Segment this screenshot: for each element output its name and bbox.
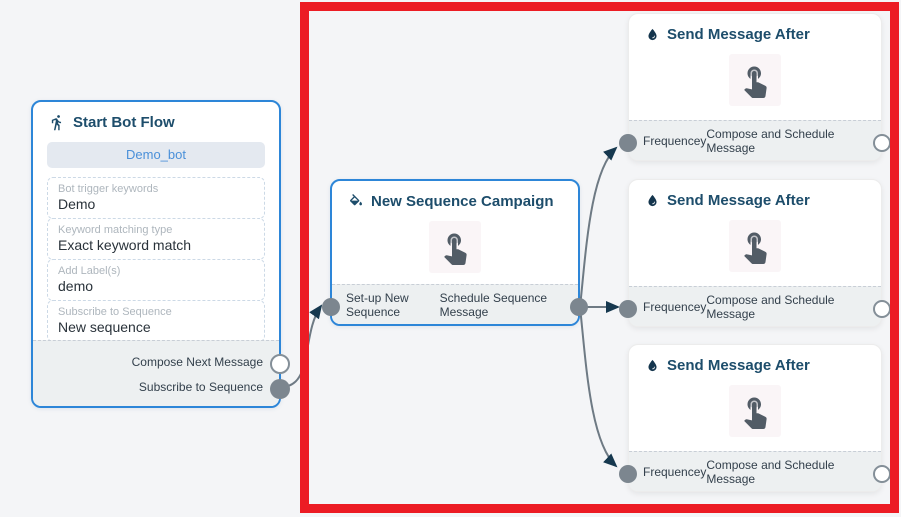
port-send-output[interactable] xyxy=(873,465,891,483)
hand-tap-icon xyxy=(744,66,767,98)
field-subscribe-to-sequence[interactable]: Subscribe to Sequence New sequence xyxy=(47,300,265,342)
sequence-node-body xyxy=(332,216,578,278)
hand-tap-icon xyxy=(744,232,767,264)
send-node-footer: Frequencey Compose and Schedule Message xyxy=(629,286,881,326)
send-node-title: Send Message After xyxy=(667,26,810,43)
start-bot-flow-node[interactable]: Start Bot Flow Demo_bot Bot trigger keyw… xyxy=(31,100,290,408)
sequence-node-title-row: New Sequence Campaign xyxy=(332,181,578,216)
send-node-title: Send Message After xyxy=(667,192,810,209)
hand-tap-icon xyxy=(444,233,467,265)
send-node-body xyxy=(629,215,881,277)
field-value: Exact keyword match xyxy=(58,237,192,253)
start-node-fields: Bot trigger keywords Demo Keyword matchi… xyxy=(47,177,265,342)
walking-person-icon xyxy=(51,115,62,131)
footer-compose-and-schedule: Compose and Schedule Message xyxy=(706,292,835,321)
footer-compose-and-schedule: Compose and Schedule Message xyxy=(706,457,835,486)
port-send-input[interactable] xyxy=(619,134,637,152)
water-drop-icon xyxy=(648,194,657,206)
edge-start-to-sequence xyxy=(280,304,323,388)
field-label: Keyword matching type xyxy=(58,224,173,236)
field-label: Add Label(s) xyxy=(58,265,121,277)
send-node-title-row: Send Message After xyxy=(629,14,881,49)
sequence-node-click-target[interactable] xyxy=(429,221,481,273)
start-node-title: Start Bot Flow xyxy=(73,114,175,131)
send-node-click-target[interactable] xyxy=(729,385,781,437)
start-node-footer: Compose Next Message Subscribe to Sequen… xyxy=(33,340,279,406)
port-sequence-input[interactable] xyxy=(322,298,340,316)
footer-schedule-sequence-message: Schedule Sequence Message xyxy=(439,290,548,319)
send-message-after-node-3[interactable]: Send Message After Frequencey Compose an… xyxy=(619,344,891,492)
send-message-after-node-1[interactable]: Send Message After Frequencey Compose an… xyxy=(619,13,891,161)
field-value: demo xyxy=(58,278,94,294)
port-sequence-output[interactable] xyxy=(570,298,588,316)
send-node-footer: Frequencey Compose and Schedule Message xyxy=(629,451,881,491)
field-keyword-matching-type[interactable]: Keyword matching type Exact keyword matc… xyxy=(47,218,265,260)
field-add-labels[interactable]: Add Label(s) demo xyxy=(47,259,265,301)
send-node-title-row: Send Message After xyxy=(629,180,881,215)
footer-frequency: Frequencey xyxy=(643,133,707,148)
edge-sequence-to-send-3 xyxy=(579,306,618,468)
field-value: Demo xyxy=(58,196,96,212)
port-compose-next-message[interactable] xyxy=(270,354,290,374)
edge-sequence-to-send-1 xyxy=(579,146,618,308)
field-label: Bot trigger keywords xyxy=(58,183,159,195)
send-message-after-node-2[interactable]: Send Message After Frequencey Compose an… xyxy=(619,179,891,327)
water-drop-icon xyxy=(648,359,657,371)
output-compose-next-message: Compose Next Message xyxy=(131,355,263,369)
paint-bucket-icon xyxy=(349,193,362,205)
footer-frequency: Frequencey xyxy=(643,464,707,479)
new-sequence-campaign-node[interactable]: New Sequence Campaign Set-up New Sequenc… xyxy=(322,179,588,326)
send-node-click-target[interactable] xyxy=(729,54,781,106)
send-node-title-row: Send Message After xyxy=(629,345,881,380)
bot-name-button[interactable]: Demo_bot xyxy=(47,142,265,168)
port-send-input[interactable] xyxy=(619,465,637,483)
send-node-body xyxy=(629,49,881,111)
field-value: New sequence xyxy=(58,319,151,335)
send-node-click-target[interactable] xyxy=(729,220,781,272)
output-subscribe-to-sequence: Subscribe to Sequence xyxy=(138,380,263,394)
send-node-footer: Frequencey Compose and Schedule Message xyxy=(629,120,881,160)
port-send-output[interactable] xyxy=(873,300,891,318)
sequence-node-footer: Set-up New Sequence Schedule Sequence Me… xyxy=(332,284,578,324)
footer-setup-new-sequence: Set-up New Sequence xyxy=(346,290,409,319)
footer-frequency: Frequencey xyxy=(643,299,707,314)
sequence-node-title: New Sequence Campaign xyxy=(371,193,554,210)
send-node-body xyxy=(629,380,881,442)
start-node-title-row: Start Bot Flow xyxy=(33,102,279,137)
port-send-input[interactable] xyxy=(619,300,637,318)
water-drop-icon xyxy=(648,28,657,40)
field-label: Subscribe to Sequence xyxy=(58,306,172,318)
field-bot-trigger-keywords[interactable]: Bot trigger keywords Demo xyxy=(47,177,265,219)
send-node-title: Send Message After xyxy=(667,357,810,374)
hand-tap-icon xyxy=(744,397,767,429)
port-subscribe-to-sequence[interactable] xyxy=(270,379,290,399)
footer-compose-and-schedule: Compose and Schedule Message xyxy=(706,126,835,155)
port-send-output[interactable] xyxy=(873,134,891,152)
